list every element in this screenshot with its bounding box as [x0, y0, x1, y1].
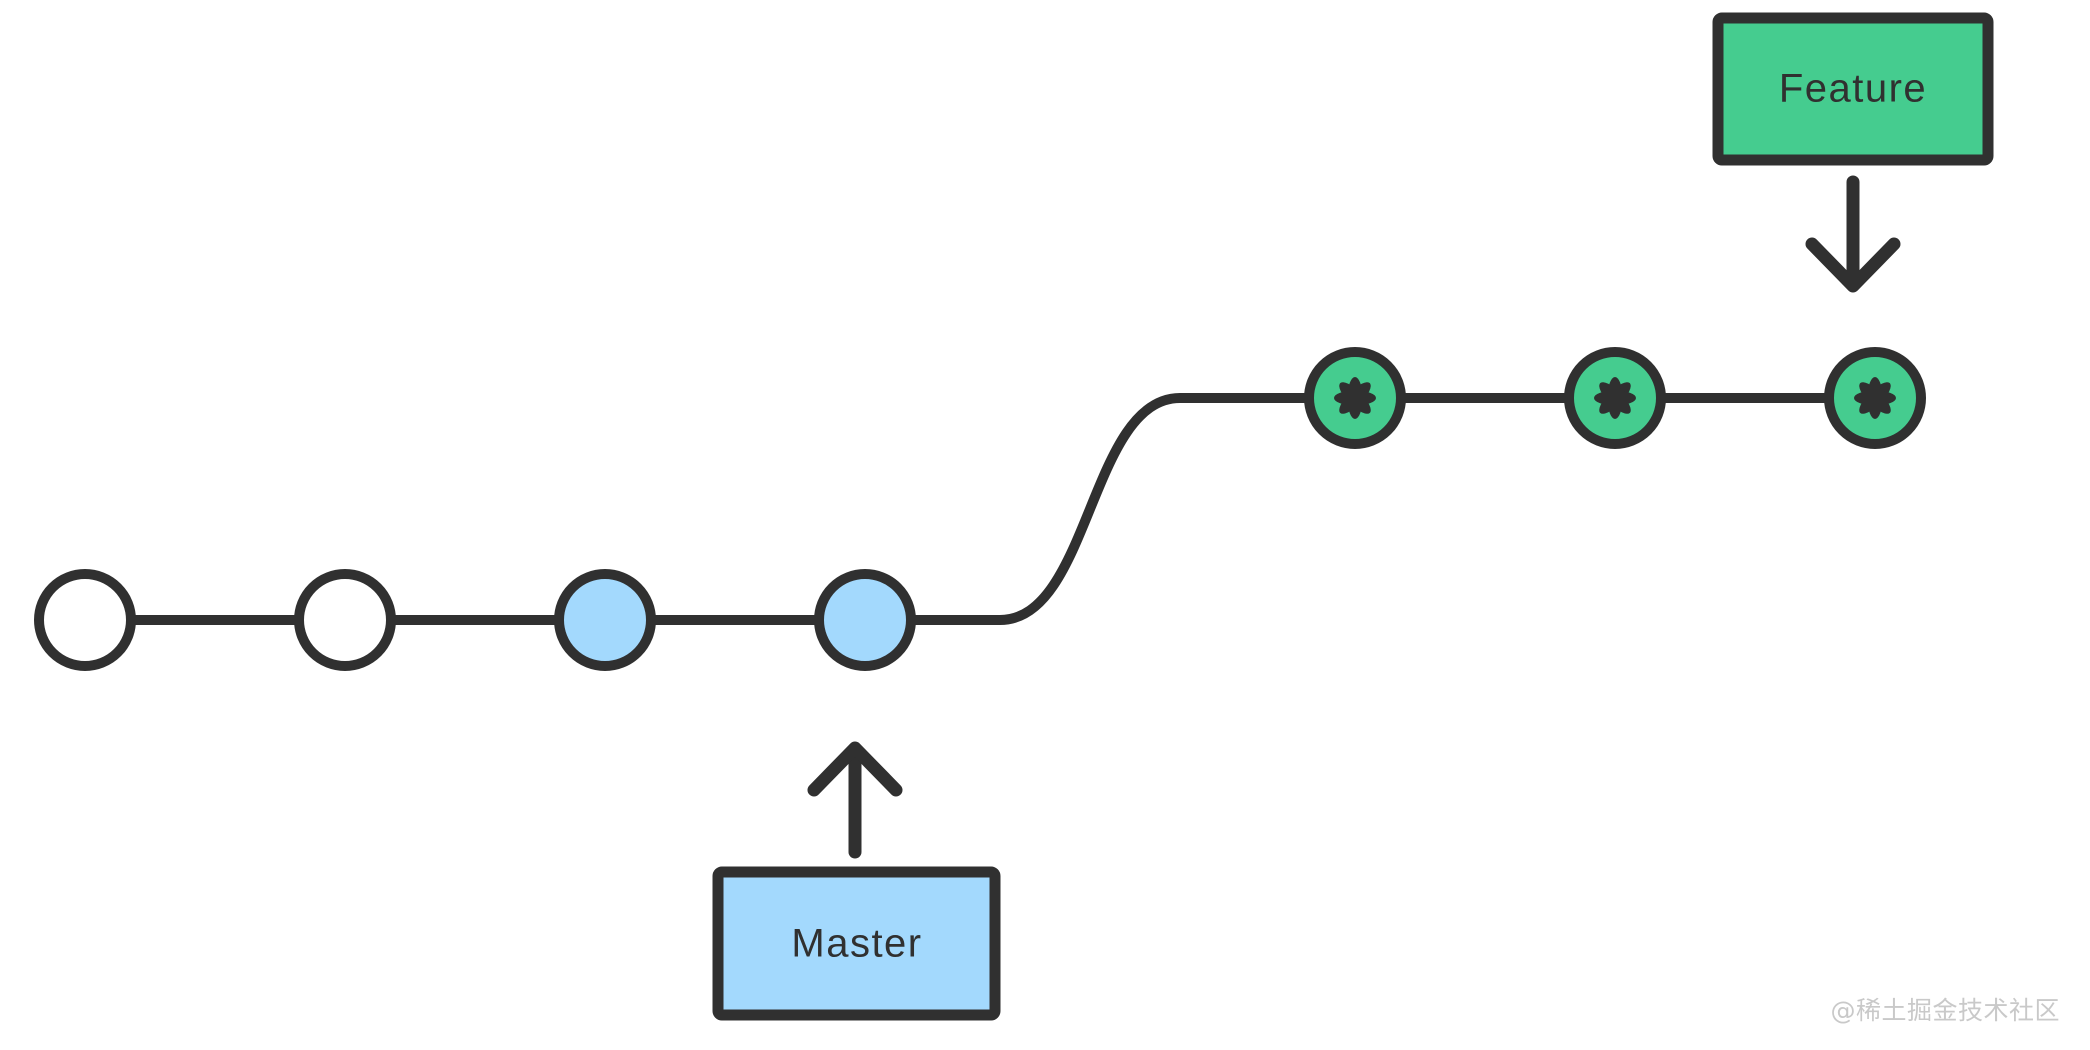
master-pointer-arrow-up: [807, 741, 903, 859]
asterisk-icon: [1594, 377, 1636, 419]
feature-pointer-arrow-down: [1805, 175, 1901, 293]
feature-branch-label[interactable]: Feature: [1712, 12, 1994, 166]
commit-node-feature-0[interactable]: [1304, 347, 1406, 449]
master-label-text: Master: [791, 922, 922, 966]
commit-node-feature-1[interactable]: [1564, 347, 1666, 449]
master-branch-label[interactable]: Master: [712, 866, 1001, 1021]
master-commit-nodes: [34, 569, 916, 671]
commit-node-feature-2[interactable]: [1824, 347, 1926, 449]
commit-node-master-3[interactable]: [814, 569, 916, 671]
commit-node-master-0[interactable]: [34, 569, 136, 671]
commit-node-master-2[interactable]: [554, 569, 656, 671]
branch-curve-master-to-feature: [860, 393, 1360, 625]
feature-commit-nodes: [1304, 347, 1926, 449]
watermark: @稀土掘金技术社区: [1830, 996, 2060, 1025]
master-label-box[interactable]: [712, 866, 1001, 1021]
asterisk-icon: [1854, 377, 1896, 419]
arrow-head: [1805, 237, 1901, 293]
arrow-head: [807, 741, 903, 797]
feature-label-text: Feature: [1779, 67, 1927, 111]
asterisk-icon: [1334, 377, 1376, 419]
feature-label-box[interactable]: [1712, 12, 1994, 166]
commit-node-master-1[interactable]: [294, 569, 396, 671]
